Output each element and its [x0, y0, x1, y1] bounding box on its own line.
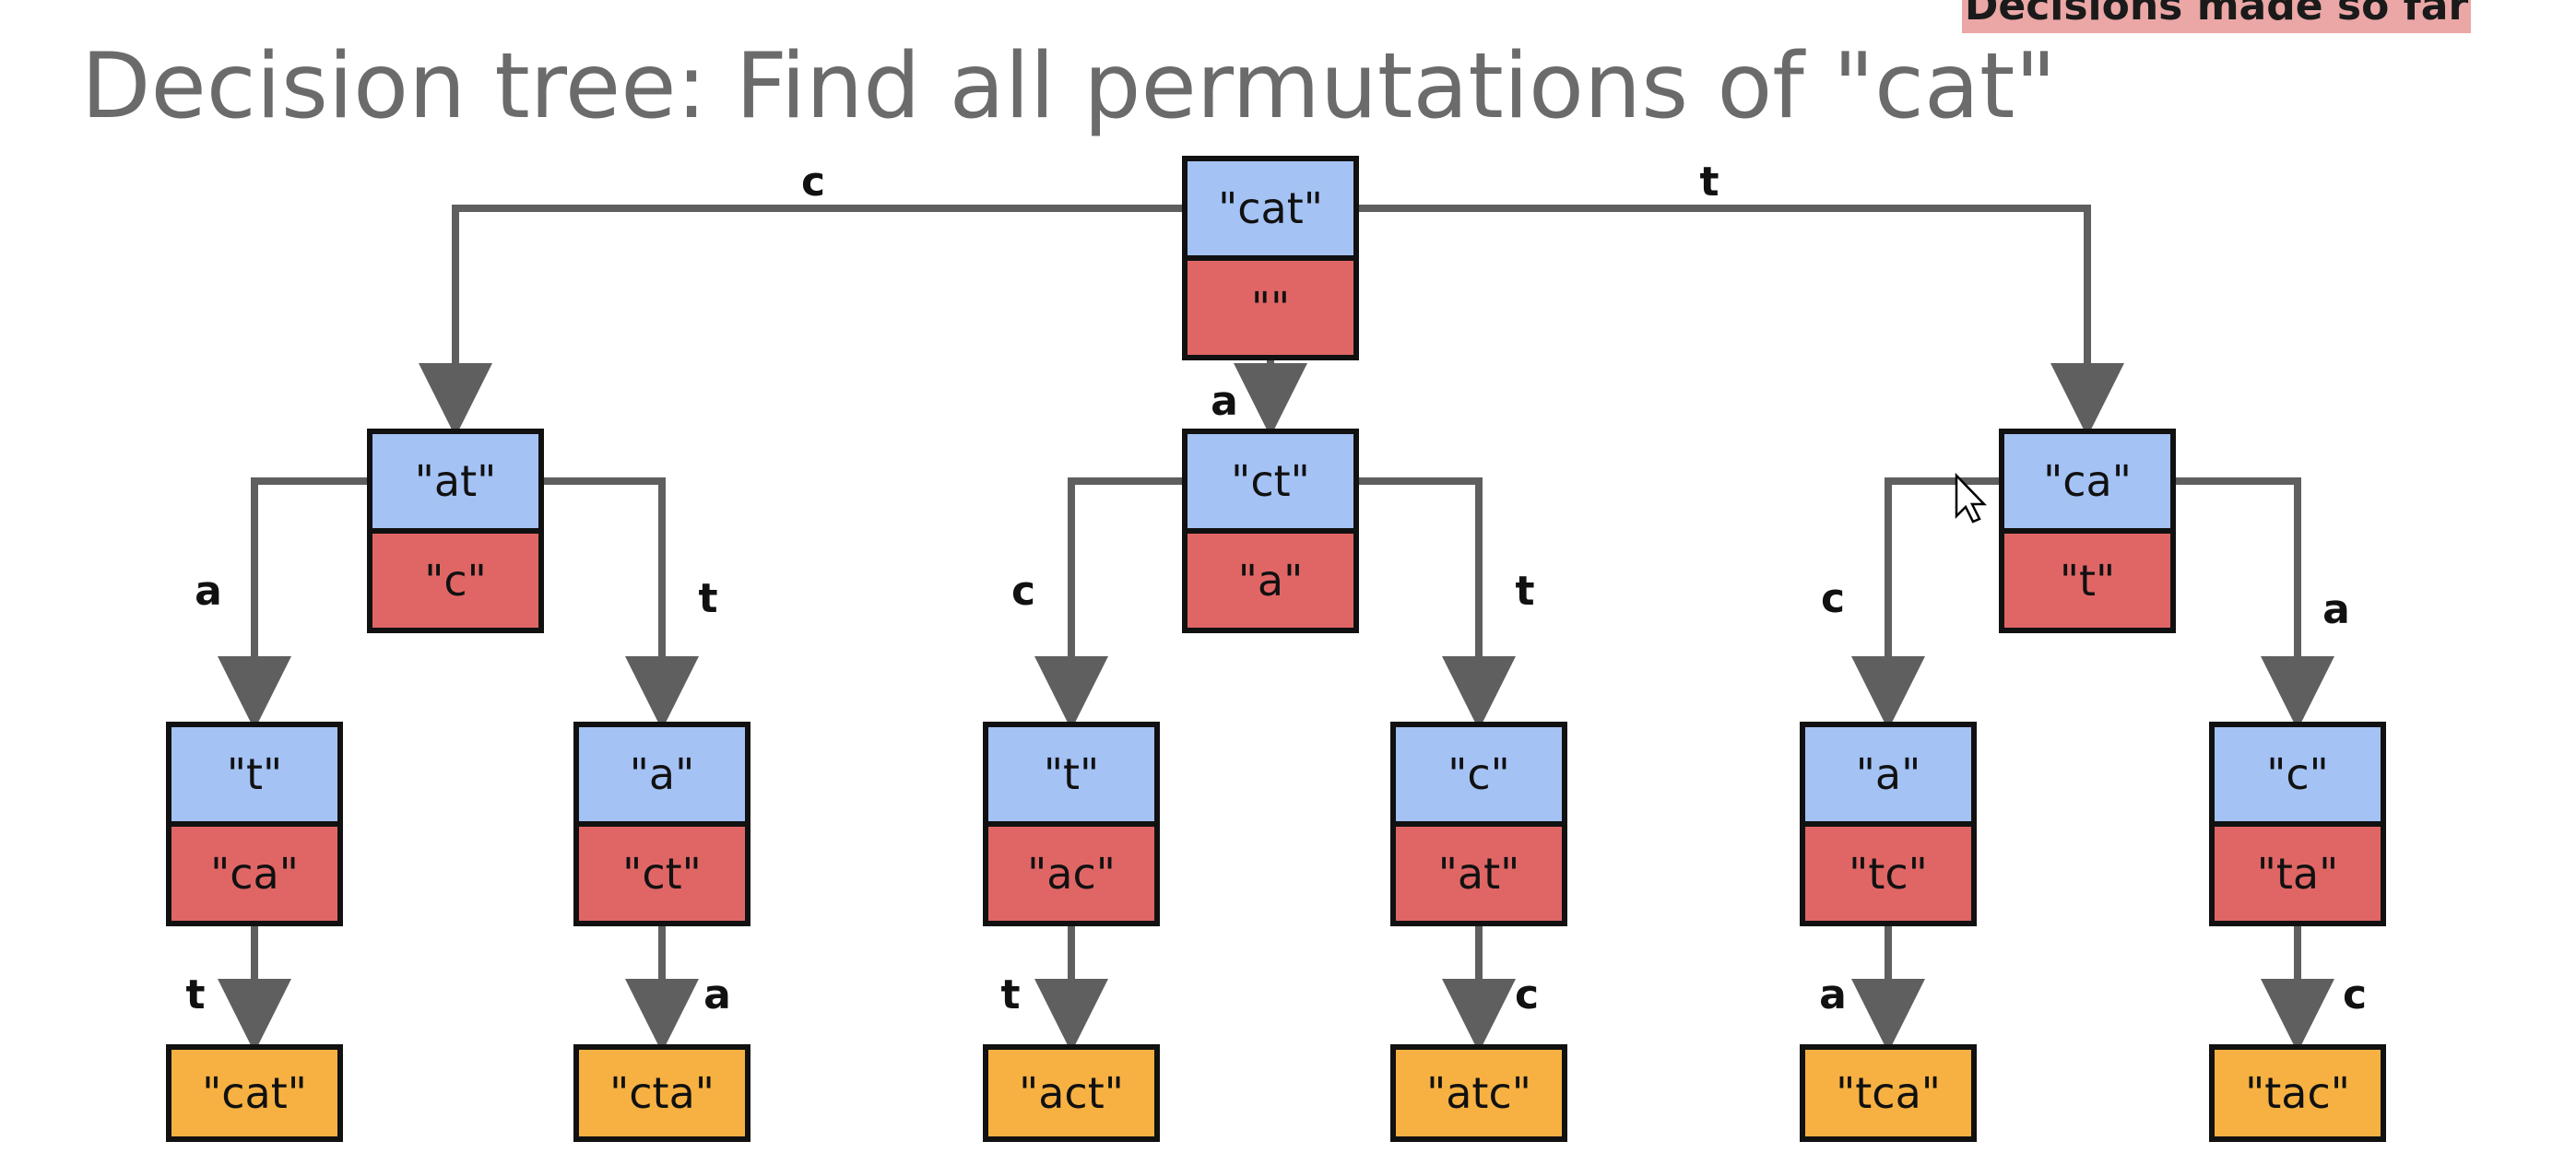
edge-n_c-to-n_ct	[541, 477, 699, 730]
edge-n_a-to-n_at	[1356, 477, 1516, 730]
edge-label-n_at-to-r_atc: c	[1515, 971, 1539, 1018]
result-node-r_atc: "atc"	[1390, 1044, 1567, 1142]
tree-node-n_ac: "t" "ac"	[983, 722, 1160, 926]
tree-node-n_ta: "c" "ta"	[2209, 722, 2386, 926]
decided-prefix-text: ""	[1251, 283, 1290, 333]
edge-label-n_a-to-n_ac: c	[1011, 568, 1035, 615]
remaining-letters-text: "at"	[415, 456, 497, 506]
result-node-r_act: "act"	[983, 1044, 1160, 1142]
decided-prefix-text: "tc"	[1849, 849, 1928, 899]
decided-prefix-text: "a"	[1238, 556, 1304, 606]
mouse-cursor-icon	[1955, 472, 1987, 524]
decided-prefix-text: "ca"	[210, 849, 299, 899]
decided-prefix-text: "t"	[2060, 556, 2115, 606]
remaining-letters-text: "ca"	[2043, 456, 2132, 506]
edge-label-n_ca-to-r_cat: t	[185, 971, 205, 1018]
edge-label-n_tc-to-r_tca: a	[1819, 971, 1847, 1018]
tree-node-n_ct: "a" "ct"	[573, 722, 750, 926]
result-node-r_cta: "cta"	[573, 1044, 750, 1142]
edge-n_a-to-n_ac	[1034, 477, 1185, 730]
edge-label-n_t-to-n_ta: a	[2322, 586, 2350, 633]
result-node-r_tca: "tca"	[1800, 1044, 1977, 1142]
decided-prefix-text: "c"	[424, 556, 487, 606]
edge-label-n_ct-to-r_cta: a	[703, 971, 731, 1018]
edge-n_c-to-n_ca	[218, 477, 370, 730]
result-permutation-text: "tac"	[2245, 1068, 2350, 1118]
edge-label-n_t-to-n_tc: c	[1821, 575, 1845, 622]
tree-node-root: "cat" ""	[1182, 156, 1359, 360]
remaining-letters-text: "c"	[2266, 749, 2329, 799]
tree-node-n_a: "ct" "a"	[1182, 429, 1359, 633]
edge-label-n_c-to-n_ct: t	[698, 575, 717, 622]
result-permutation-text: "act"	[1019, 1068, 1124, 1118]
edge-root-to-n_c	[419, 205, 1185, 437]
edge-label-n_c-to-n_ca: a	[195, 568, 222, 615]
edge-label-n_ta-to-r_tac: c	[2343, 971, 2367, 1018]
edge-n_t-to-n_ta	[2173, 477, 2334, 730]
tree-node-n_t: "ca" "t"	[1999, 429, 2176, 633]
result-node-r_cat: "cat"	[166, 1044, 343, 1142]
tree-node-n_ca: "t" "ca"	[166, 722, 343, 926]
decisions-made-so-far-label: Decisions made so far	[1962, 0, 2471, 33]
edge-label-root-to-n_t: t	[1699, 159, 1719, 206]
tree-node-n_c: "at" "c"	[367, 429, 544, 633]
edge-root-to-n_t	[1356, 205, 2124, 437]
result-permutation-text: "cat"	[202, 1068, 307, 1118]
edge-label-n_a-to-n_at: t	[1515, 568, 1534, 615]
result-permutation-text: "cta"	[609, 1068, 715, 1118]
result-permutation-text: "tca"	[1836, 1068, 1941, 1118]
remaining-letters-text: "t"	[227, 749, 282, 799]
result-node-r_tac: "tac"	[2209, 1044, 2386, 1142]
remaining-letters-text: "c"	[1448, 749, 1510, 799]
remaining-letters-text: "a"	[630, 749, 695, 799]
decided-prefix-text: "at"	[1438, 849, 1520, 899]
result-permutation-text: "atc"	[1426, 1068, 1531, 1118]
decided-prefix-text: "ac"	[1027, 849, 1116, 899]
decided-prefix-text: "ct"	[622, 849, 702, 899]
remaining-letters-text: "t"	[1044, 749, 1099, 799]
remaining-letters-text: "cat"	[1218, 183, 1323, 233]
tree-node-n_tc: "a" "tc"	[1800, 722, 1977, 926]
edge-label-root-to-n_c: c	[801, 159, 825, 206]
tree-node-n_at: "c" "at"	[1390, 722, 1567, 926]
edge-label-root-to-n_a: a	[1211, 378, 1238, 425]
remaining-letters-text: "ct"	[1231, 456, 1310, 506]
edge-n_t-to-n_tc	[1851, 477, 2002, 730]
decided-prefix-text: "ta"	[2257, 849, 2339, 899]
page-title: Decision tree: Find all permutations of …	[81, 34, 2057, 139]
remaining-letters-text: "a"	[1856, 749, 1921, 799]
edge-label-n_ac-to-r_act: t	[1000, 971, 1020, 1018]
